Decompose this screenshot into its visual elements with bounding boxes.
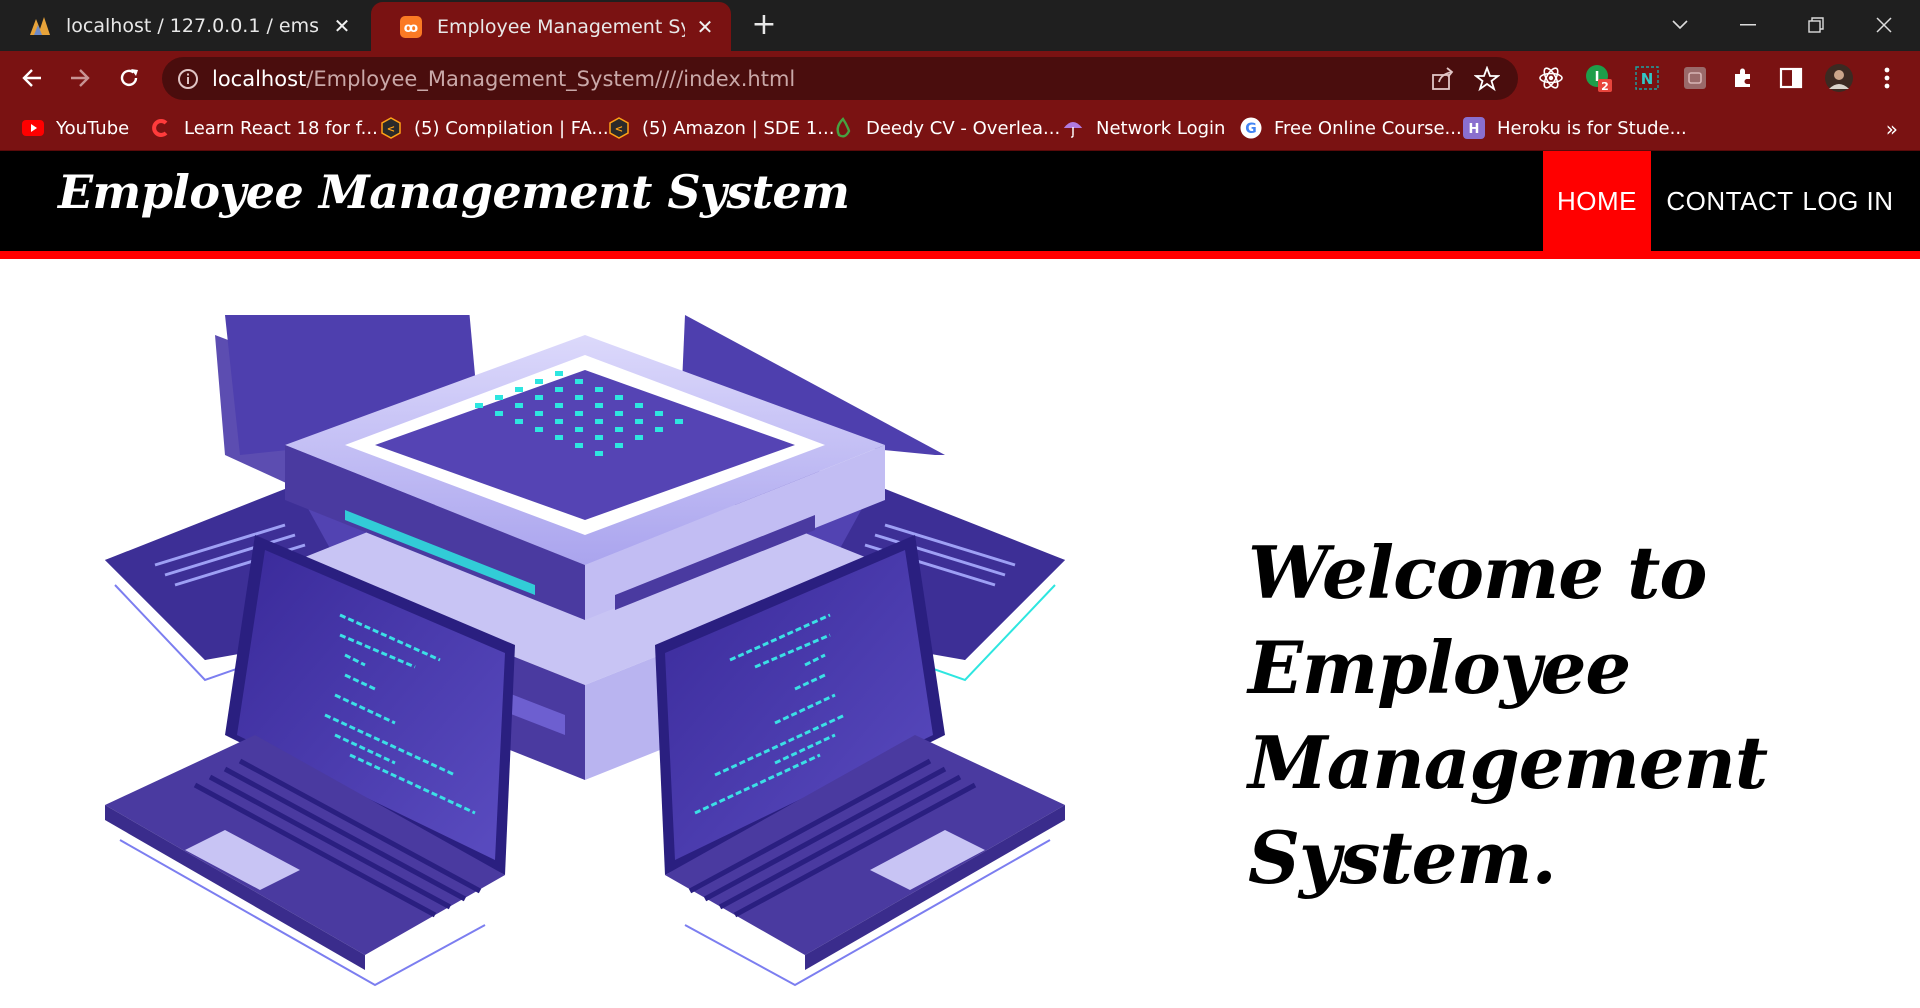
heroku-icon: H bbox=[1463, 117, 1485, 139]
back-icon[interactable] bbox=[16, 62, 48, 94]
hackerrank-icon: < bbox=[380, 117, 402, 139]
site-info-icon[interactable] bbox=[176, 67, 200, 91]
svg-text:G: G bbox=[1245, 121, 1257, 137]
url-text: localhost/Employee_Management_System////… bbox=[212, 67, 796, 91]
bookmark-label: YouTube bbox=[56, 117, 130, 139]
youtube-icon bbox=[22, 117, 44, 139]
side-panel-icon[interactable] bbox=[1776, 63, 1806, 93]
site-logo[interactable]: Employee Management System bbox=[58, 165, 850, 219]
svg-text:N: N bbox=[1641, 70, 1654, 88]
react-devtools-icon[interactable] bbox=[1536, 63, 1566, 93]
extensions-puzzle-icon[interactable] bbox=[1728, 63, 1758, 93]
bookmark-heroku[interactable]: H Heroku is for Stude... bbox=[1463, 114, 1687, 142]
phpmyadmin-icon bbox=[28, 14, 52, 38]
tab-title: Employee Management System bbox=[437, 15, 685, 38]
bookmark-network-login[interactable]: Network Login bbox=[1062, 114, 1225, 142]
tab-title: localhost / 127.0.0.1 / ems / salar bbox=[66, 14, 322, 37]
xampp-icon: ꝏ bbox=[399, 15, 423, 39]
svg-text:ꝏ: ꝏ bbox=[404, 21, 418, 36]
svg-text:<: < bbox=[387, 124, 395, 135]
welcome-heading: Welcome to Employee Management System. bbox=[1248, 525, 1908, 905]
svg-text:<: < bbox=[615, 124, 623, 135]
bookmark-label: Learn React 18 for f... bbox=[184, 117, 378, 139]
close-tab-icon[interactable]: ✕ bbox=[333, 13, 351, 38]
bookmark-youtube[interactable]: YouTube bbox=[22, 114, 129, 142]
bookmark-label: Network Login bbox=[1096, 117, 1226, 139]
site-header: Employee Management System HOME CONTACT … bbox=[0, 151, 1920, 251]
leetcode-icon: < bbox=[608, 117, 630, 139]
bookmark-deedy-cv[interactable]: Deedy CV - Overlea... bbox=[832, 114, 1060, 142]
browser-toolbar: localhost/Employee_Management_System////… bbox=[0, 51, 1920, 105]
bookmark-compilation[interactable]: < (5) Compilation | FA... bbox=[380, 114, 609, 142]
front-left-laptop bbox=[105, 535, 515, 987]
nav-login[interactable]: LOG IN bbox=[1802, 185, 1894, 216]
header-divider bbox=[0, 251, 1920, 259]
svg-text:2: 2 bbox=[1601, 80, 1609, 93]
codecademy-icon bbox=[150, 117, 172, 139]
share-icon[interactable] bbox=[1430, 66, 1456, 92]
front-right-laptop bbox=[655, 535, 1065, 987]
bookmarks-bar: YouTube Learn React 18 for f... < (5) Co… bbox=[0, 105, 1920, 151]
welcome-line-1: Welcome to Employee bbox=[1248, 530, 1707, 710]
minimize-icon[interactable] bbox=[1730, 8, 1766, 42]
address-bar[interactable]: localhost/Employee_Management_System////… bbox=[162, 57, 1518, 100]
close-tab-icon[interactable]: ✕ bbox=[696, 14, 714, 39]
browser-tab-strip: localhost / 127.0.0.1 / ems / salar ✕ ꝏ … bbox=[0, 0, 1920, 51]
browser-menu-icon[interactable] bbox=[1872, 63, 1902, 93]
tab-phpmyadmin[interactable]: localhost / 127.0.0.1 / ems / salar ✕ bbox=[0, 0, 368, 51]
restore-icon[interactable] bbox=[1798, 8, 1834, 42]
profile-avatar[interactable] bbox=[1824, 63, 1854, 93]
bookmark-label: Heroku is for Stude... bbox=[1497, 117, 1687, 139]
bookmark-label: (5) Compilation | FA... bbox=[414, 117, 609, 139]
nav-home[interactable]: HOME bbox=[1543, 151, 1651, 251]
server-top-block bbox=[285, 335, 885, 620]
bookmark-free-courses[interactable]: G Free Online Course... bbox=[1240, 114, 1462, 142]
svg-text:I: I bbox=[1595, 70, 1600, 85]
overleaf-icon bbox=[832, 117, 854, 139]
bookmark-label: (5) Amazon | SDE 1... bbox=[642, 117, 835, 139]
close-window-icon[interactable] bbox=[1866, 8, 1902, 42]
pocket-extension-icon[interactable] bbox=[1680, 63, 1710, 93]
nav-contact[interactable]: CONTACT bbox=[1666, 185, 1794, 216]
bookmark-label: Deedy CV - Overlea... bbox=[866, 117, 1061, 139]
umbrella-icon bbox=[1062, 117, 1084, 139]
new-tab-icon[interactable]: + bbox=[751, 7, 777, 42]
svg-text:H: H bbox=[1469, 122, 1480, 137]
bookmark-star-icon[interactable] bbox=[1473, 65, 1501, 92]
reload-icon[interactable] bbox=[113, 62, 145, 94]
bookmark-label: Free Online Course... bbox=[1274, 117, 1462, 139]
server-laptops-illustration bbox=[105, 315, 1065, 987]
tab-search-icon[interactable] bbox=[1662, 8, 1698, 42]
google-icon: G bbox=[1240, 117, 1262, 139]
tab-employee-management[interactable]: ꝏ Employee Management System ✕ bbox=[371, 2, 731, 51]
forward-icon[interactable] bbox=[64, 62, 96, 94]
bookmark-amazon-sde[interactable]: < (5) Amazon | SDE 1... bbox=[608, 114, 834, 142]
more-bookmarks-icon[interactable]: » bbox=[1885, 117, 1898, 141]
notion-web-clipper-icon[interactable]: N bbox=[1632, 63, 1662, 93]
bookmark-learn-react[interactable]: Learn React 18 for f... bbox=[150, 114, 378, 142]
welcome-line-2: Management System. bbox=[1248, 720, 1768, 900]
